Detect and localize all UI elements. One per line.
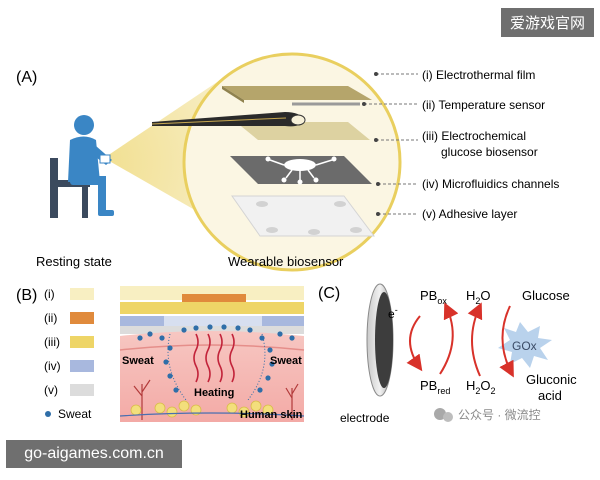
- gluconic-acid-label-2: acid: [538, 388, 562, 403]
- capillaries: [133, 379, 299, 420]
- legend-label-2: (ii): [44, 311, 57, 325]
- exploded-layers: [151, 86, 375, 237]
- caption-resting-state: Resting state: [36, 254, 112, 269]
- electrothermal-film: [222, 86, 372, 100]
- sweat-droplets: [137, 324, 295, 393]
- legend-swatch-4: [70, 360, 94, 372]
- panel-c-label: (C): [318, 285, 340, 302]
- cross-section: Sweat Sweat Heating Human skin: [119, 286, 305, 422]
- caption-wearable-biosensor: Wearable biosensor: [228, 254, 344, 269]
- seated-person-icon: [50, 115, 114, 218]
- leader-lines: [364, 73, 418, 215]
- site-watermark-top: 爱游戏官网: [500, 8, 594, 37]
- electron-arrow: [406, 315, 423, 372]
- legend-swatch-3: [70, 336, 94, 348]
- legend-label-1: (i): [44, 287, 55, 301]
- h2o2-label: H2O2: [466, 378, 496, 396]
- electrode-label: electrode: [340, 411, 390, 425]
- pb-cycle-arrow: [439, 302, 459, 375]
- pb-ox-label: PBox: [420, 288, 447, 306]
- biosensor-leads: [152, 112, 305, 127]
- leader-dots: [362, 72, 380, 216]
- sweat-label-left: Sweat: [122, 355, 154, 367]
- gox-label: GOx: [512, 339, 537, 353]
- h2o-label: H2O: [466, 288, 491, 306]
- human-skin-label: Human skin: [240, 409, 303, 421]
- layer-legend: (i) (ii) (iii) (iv) (v) Sweat: [44, 287, 94, 421]
- heater-strip: [182, 294, 246, 304]
- glucose-arrow: [499, 305, 514, 378]
- legend-swatch-1: [70, 288, 94, 300]
- heating-label: Heating: [194, 387, 234, 399]
- glucose-biosensor: [236, 122, 370, 140]
- legend-sweat-dot: [45, 411, 51, 417]
- panel-a-label: (A): [16, 69, 37, 86]
- layer-label-3b: glucose biosensor: [441, 145, 538, 159]
- legend-label-5: (v): [44, 383, 58, 397]
- h2o2-cycle-arrow: [467, 302, 483, 377]
- panel-c: (C) electrode e- PBox PBred H2O H2O2 GOx…: [318, 283, 577, 425]
- panel-b-label: (B): [16, 287, 37, 304]
- electrode-disc: [366, 283, 394, 397]
- pb-red-label: PBred: [420, 378, 450, 396]
- legend-sweat-label: Sweat: [58, 407, 92, 421]
- layer-label-4: (iv) Microfluidics channels: [422, 177, 559, 191]
- wechat-watermark: 公众号 · 微流控: [434, 408, 541, 422]
- layer-label-3: (iii) Electrochemical: [422, 129, 526, 143]
- sweat-gland-ducts: [167, 333, 266, 401]
- glucose-label: Glucose: [522, 288, 570, 303]
- electron-label: e-: [388, 305, 398, 321]
- panel-b: (B) (i) (ii) (iii) (iv) (v) Sweat: [16, 286, 305, 422]
- legend-label-4: (iv): [44, 359, 61, 373]
- legend-swatch-2: [70, 312, 94, 324]
- layer-label-5: (v) Adhesive layer: [422, 207, 517, 221]
- gox-enzyme-icon: [498, 322, 552, 368]
- panel-a: (A): [16, 52, 559, 272]
- legend-label-3: (iii): [44, 335, 60, 349]
- layer-label-1: (i) Electrothermal film: [422, 68, 535, 82]
- legend-swatch-5: [70, 384, 94, 396]
- sweat-label-right: Sweat: [270, 355, 302, 367]
- layer-label-2: (ii) Temperature sensor: [422, 98, 545, 112]
- site-watermark-bottom: go-aigames.com.cn: [6, 440, 182, 468]
- fat-cells: [130, 400, 274, 418]
- skin-tissue: [120, 331, 304, 422]
- wechat-watermark-text: 公众号 · 微流控: [458, 408, 541, 422]
- gluconic-acid-label-1: Gluconic: [526, 372, 577, 387]
- heating-waves: [193, 333, 235, 383]
